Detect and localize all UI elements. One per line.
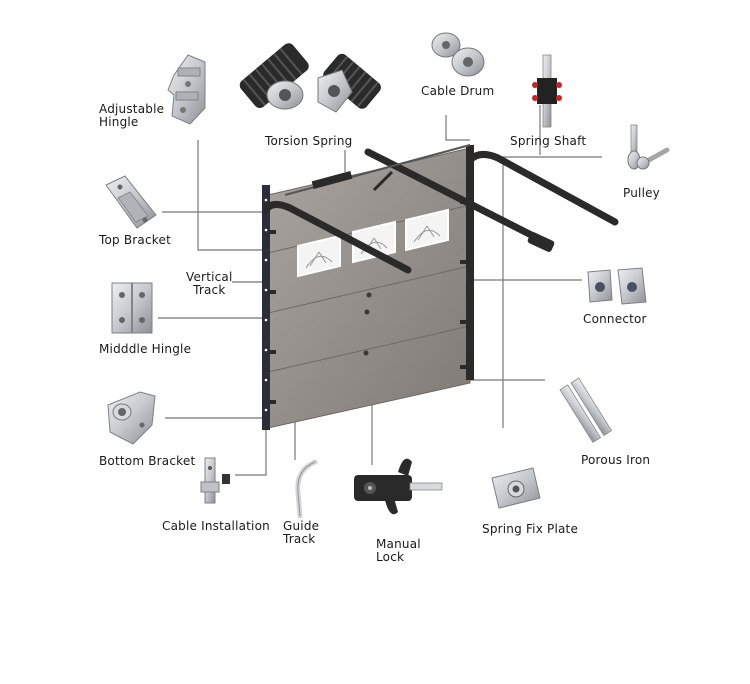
horizontal-tracks bbox=[262, 151, 619, 274]
label-top-bracket: Top Bracket bbox=[99, 233, 171, 247]
label-guide-track-line1: Guide bbox=[283, 519, 320, 533]
pulley-icon bbox=[627, 124, 670, 170]
label-middle-hinge: Midddle Hingle bbox=[99, 342, 192, 356]
label-connector: Connector bbox=[583, 312, 647, 326]
bottom-bracket-icon bbox=[107, 391, 156, 445]
vertical-track-left bbox=[262, 185, 276, 430]
spring-fix-plate-icon bbox=[491, 467, 541, 509]
label-cable-drum: Cable Drum bbox=[421, 84, 495, 98]
cable-installation-icon bbox=[200, 457, 230, 504]
porous-iron-icon bbox=[559, 377, 613, 443]
label-torsion-spring: Torsion Spring bbox=[265, 134, 353, 148]
label-spring-shaft: Spring Shaft bbox=[510, 134, 587, 148]
label-manual-lock-line1: Manual bbox=[376, 537, 421, 551]
door-windows bbox=[297, 208, 449, 278]
label-manual-lock: Manual Lock bbox=[376, 538, 421, 564]
top-bracket-icon bbox=[105, 175, 157, 229]
door-handle-holes bbox=[363, 292, 372, 356]
label-manual-lock-line2: Lock bbox=[376, 550, 405, 564]
garage-door bbox=[267, 147, 471, 429]
adjustable-hinge-icon bbox=[167, 54, 206, 125]
torsion-spring-icon bbox=[239, 43, 381, 113]
label-guide-track-line2: Track bbox=[283, 532, 316, 546]
label-vertical-track-line1: Vertical bbox=[186, 270, 233, 284]
label-adjustable-hinge: Adjustable Hingle bbox=[99, 103, 164, 129]
label-adjustable-hinge-line1: Adjustable bbox=[99, 102, 165, 116]
middle-hinge-icon bbox=[111, 282, 153, 334]
label-cable-installation: Cable Installation bbox=[162, 519, 270, 533]
spring-shaft-on-door bbox=[284, 144, 471, 196]
label-vertical-track: Vertical Track bbox=[186, 271, 233, 297]
opener-rail bbox=[364, 148, 555, 252]
label-guide-track: Guide Track bbox=[283, 520, 319, 546]
label-spring-fix-plate: Spring Fix Plate bbox=[482, 522, 579, 536]
label-adjustable-hinge-line2: Hingle bbox=[99, 115, 139, 129]
label-pulley: Pulley bbox=[623, 186, 660, 200]
label-bottom-bracket: Bottom Bracket bbox=[99, 454, 196, 468]
label-porous-iron: Porous Iron bbox=[581, 453, 651, 467]
connector-icon bbox=[587, 267, 647, 305]
spring-shaft-icon bbox=[532, 54, 562, 128]
label-vertical-track-line2: Track bbox=[193, 283, 226, 297]
manual-lock-icon bbox=[354, 458, 443, 515]
cable-drum-icon bbox=[431, 32, 485, 77]
guide-track-icon bbox=[295, 459, 318, 519]
